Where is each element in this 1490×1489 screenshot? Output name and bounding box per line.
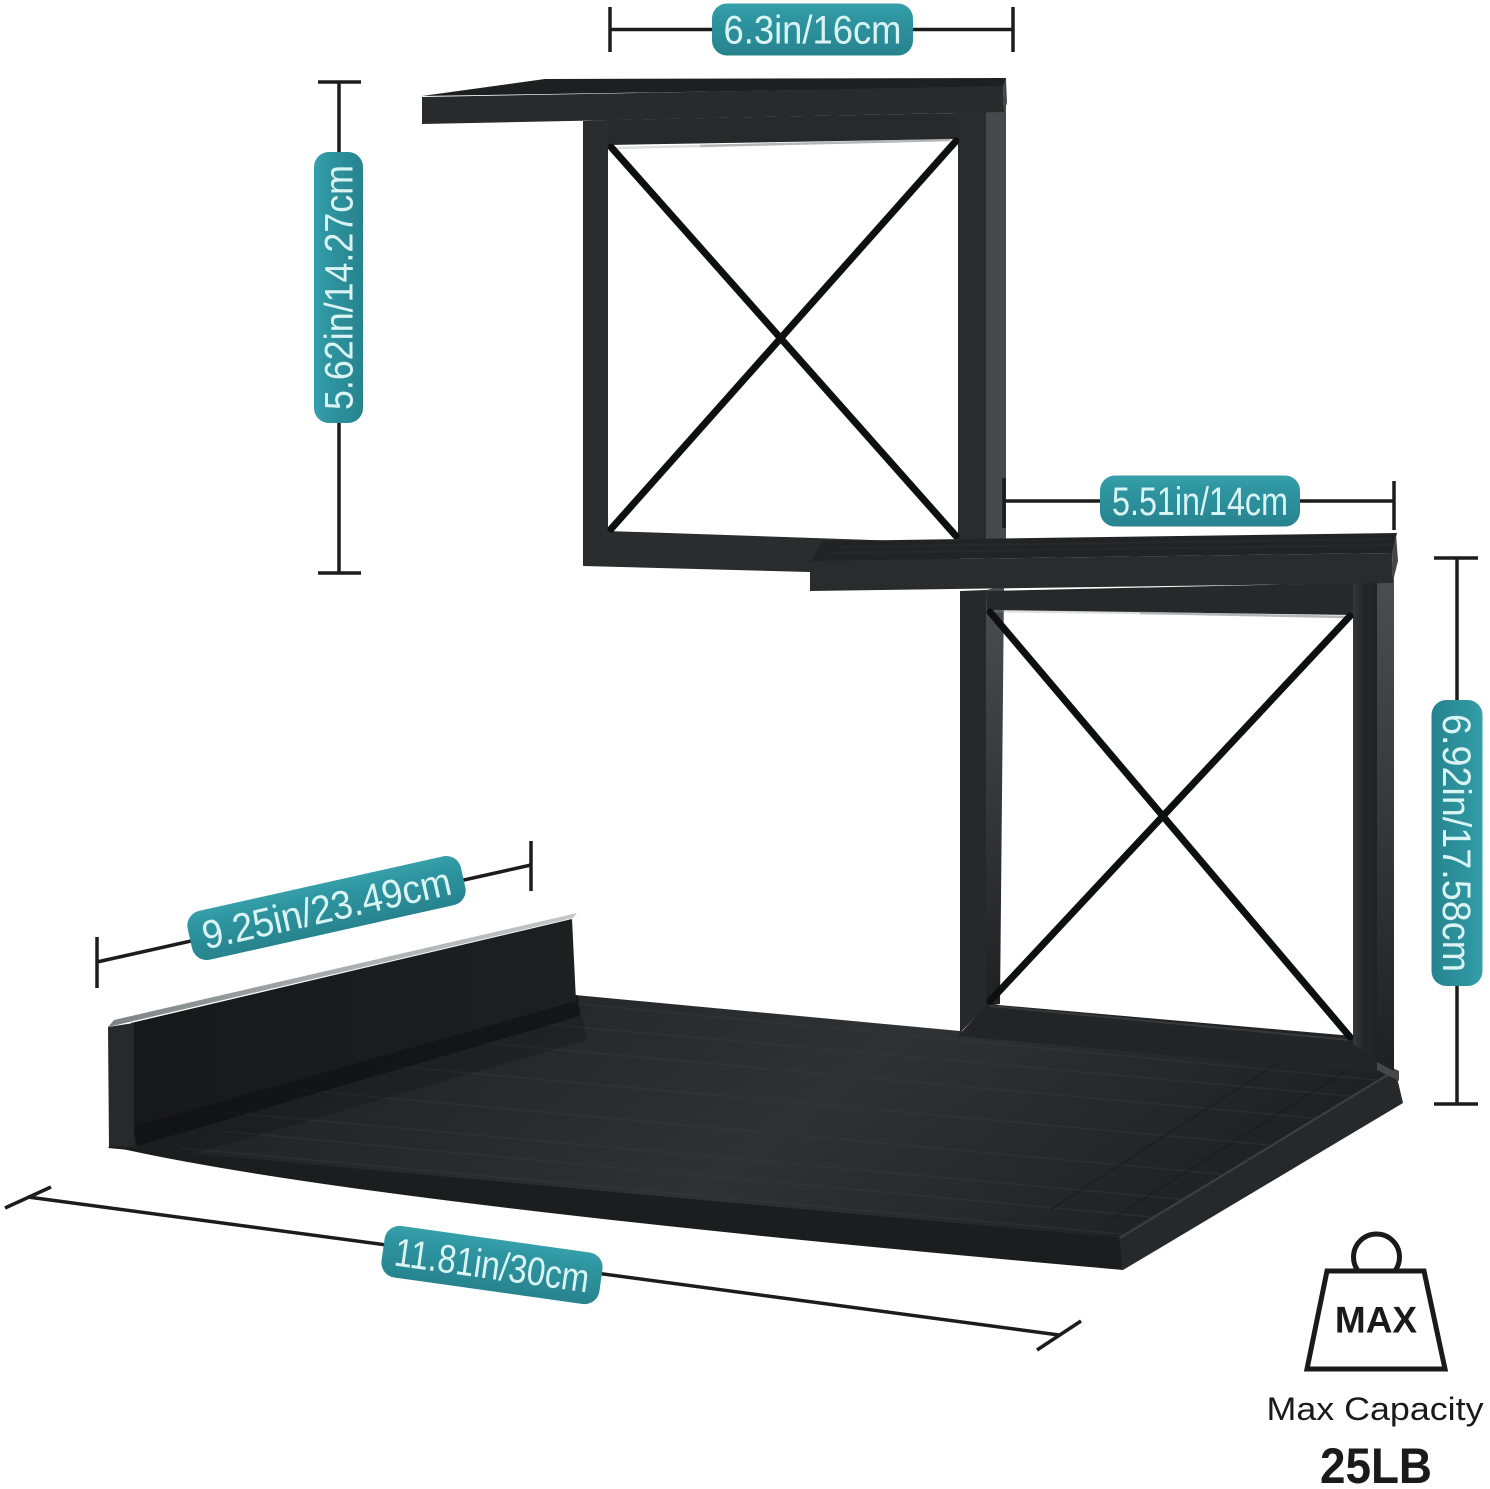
svg-text:25LB: 25LB	[1320, 1438, 1432, 1489]
svg-text:6.3in/16cm: 6.3in/16cm	[724, 9, 902, 53]
svg-text:MAX: MAX	[1335, 1300, 1418, 1341]
svg-text:5.62in/14.27cm: 5.62in/14.27cm	[318, 165, 362, 410]
svg-text:Max Capacity: Max Capacity	[1267, 1391, 1484, 1427]
svg-text:5.51in/14cm: 5.51in/14cm	[1112, 480, 1288, 524]
svg-text:6.92in/17.58cm: 6.92in/17.58cm	[1434, 714, 1478, 972]
svg-text:9.25in/23.49cm: 9.25in/23.49cm	[198, 860, 455, 958]
